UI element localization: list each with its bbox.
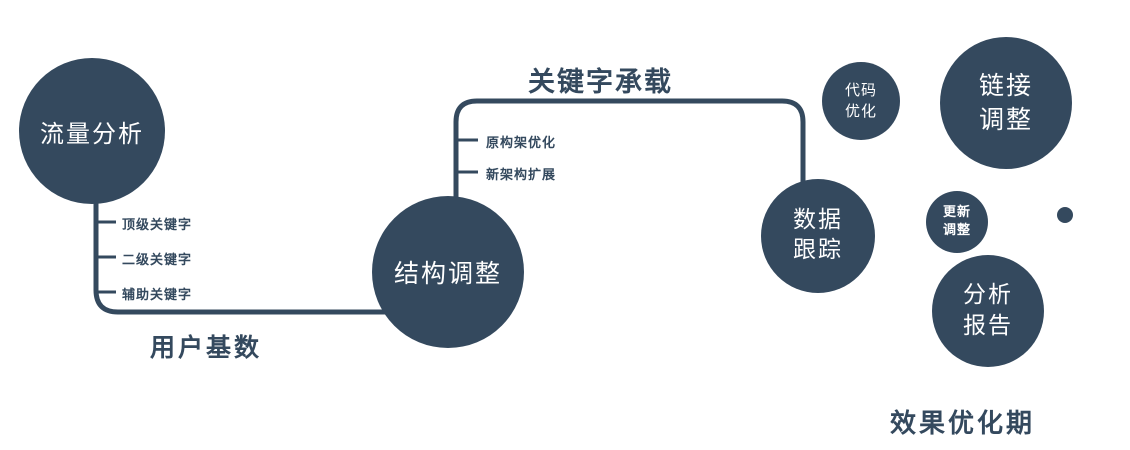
branch-label-arch-optimization: 原构架优化: [486, 136, 557, 151]
edge-label-keyword-carrying: 关键字承载: [528, 67, 673, 98]
connector-structure-to-tracking: [453, 98, 806, 215]
node-link-adjustment-line2: 调整: [978, 105, 1033, 134]
branch-label-second-keyword: 二级关键字: [122, 253, 193, 268]
node-structure-adjust: 结构调整: [372, 196, 524, 348]
node-code-optimization-line2: 优化: [844, 102, 877, 120]
node-data-tracking: 数据 跟踪: [761, 179, 875, 293]
node-traffic-analysis-label: 流量分析: [40, 119, 144, 148]
node-analysis-report: 分析 报告: [932, 255, 1044, 367]
connector-traffic-to-structure: [93, 180, 448, 315]
branch-label-aux-keyword: 辅助关键字: [122, 288, 193, 303]
node-structure-adjust-label: 结构调整: [393, 259, 502, 288]
node-small-dot: [1057, 207, 1073, 223]
node-link-adjustment: 链接 调整: [940, 37, 1072, 169]
node-analysis-report-line1: 分析: [963, 281, 1013, 308]
branch-label-arch-expansion: 新架构扩展: [486, 168, 557, 183]
node-code-optimization: 代码 优化: [822, 62, 900, 140]
branch-label-top-keyword: 顶级关键字: [122, 218, 193, 233]
node-data-tracking-line1: 数据: [793, 207, 843, 234]
node-update-adjustment: 更新 调整: [926, 191, 988, 253]
node-link-adjustment-line1: 链接: [978, 71, 1033, 101]
node-code-optimization-line1: 代码: [844, 81, 877, 99]
node-data-tracking-line2: 跟踪: [793, 237, 843, 263]
node-update-adjustment-line2: 调整: [942, 223, 971, 238]
node-analysis-report-line2: 报告: [963, 313, 1013, 339]
edge-label-user-base: 用户基数: [150, 333, 263, 362]
node-update-adjustment-line1: 更新: [942, 205, 971, 221]
caption-effect-optimization: 效果优化期: [890, 409, 1036, 439]
node-traffic-analysis: 流量分析: [19, 58, 165, 204]
